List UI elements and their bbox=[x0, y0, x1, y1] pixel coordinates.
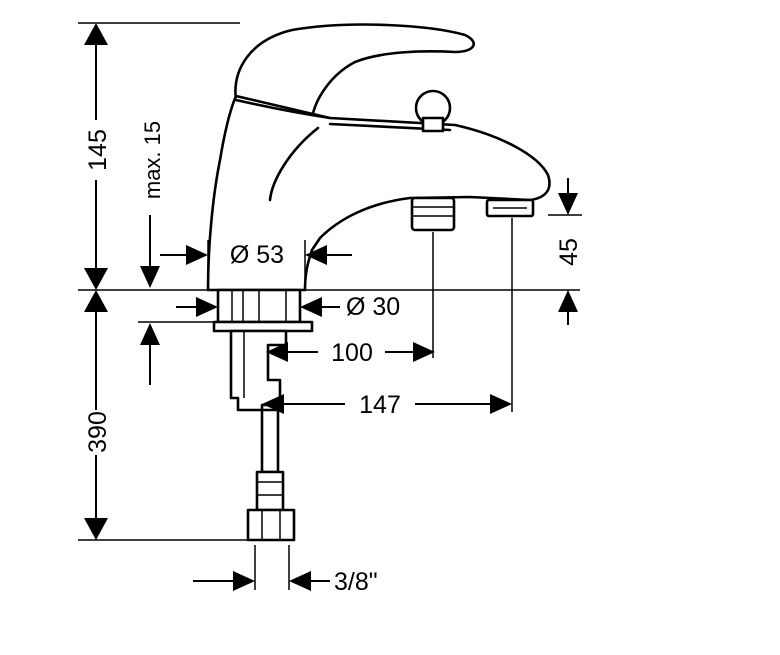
lever-handle bbox=[234, 23, 475, 120]
dim-max15-label: max. 15 bbox=[140, 121, 165, 199]
faucet-body bbox=[206, 94, 551, 292]
dim-390-label: 390 bbox=[84, 411, 112, 453]
dimension-labels: 145 390 max. 15 Ø 53 Ø 30 45 100 147 3/8… bbox=[84, 121, 583, 596]
hose-connector bbox=[255, 470, 285, 512]
arrow-up bbox=[84, 290, 108, 312]
dim-d53-label: Ø 53 bbox=[230, 241, 284, 269]
arrow-right bbox=[186, 245, 208, 265]
arrow-up bbox=[84, 23, 108, 45]
dim-d30-label: Ø 30 bbox=[346, 293, 400, 321]
dim-thread-label: 3/8" bbox=[334, 568, 378, 596]
arrow-right bbox=[233, 571, 255, 591]
dim-147-label: 147 bbox=[359, 391, 401, 419]
arrow-left bbox=[300, 297, 322, 317]
arrow-down bbox=[84, 518, 108, 540]
dimension-lines bbox=[78, 22, 582, 591]
arrow-right bbox=[196, 297, 218, 317]
shower-outlet bbox=[410, 196, 456, 232]
arrow-left bbox=[289, 571, 311, 591]
arrow-up bbox=[140, 323, 160, 345]
arrow-down bbox=[84, 268, 108, 290]
arrow-left bbox=[262, 394, 284, 414]
faucet-illustration bbox=[206, 23, 551, 542]
arrow-down bbox=[558, 193, 578, 215]
dim-45-label: 45 bbox=[555, 238, 583, 266]
body-contour bbox=[268, 126, 320, 202]
diverter-stem bbox=[421, 116, 445, 133]
arrow-left bbox=[266, 342, 288, 362]
dim-145-label: 145 bbox=[84, 129, 112, 171]
dim-100-label: 100 bbox=[331, 339, 373, 367]
flexible-hose bbox=[260, 408, 280, 474]
handle-seam bbox=[234, 98, 332, 120]
connection-nut bbox=[246, 508, 296, 542]
arrow-left bbox=[305, 245, 327, 265]
mounting-washer bbox=[212, 320, 314, 333]
arrow-up bbox=[558, 290, 578, 312]
arrow-down bbox=[140, 266, 160, 288]
arrow-right bbox=[490, 394, 512, 414]
arrow-right bbox=[413, 342, 435, 362]
